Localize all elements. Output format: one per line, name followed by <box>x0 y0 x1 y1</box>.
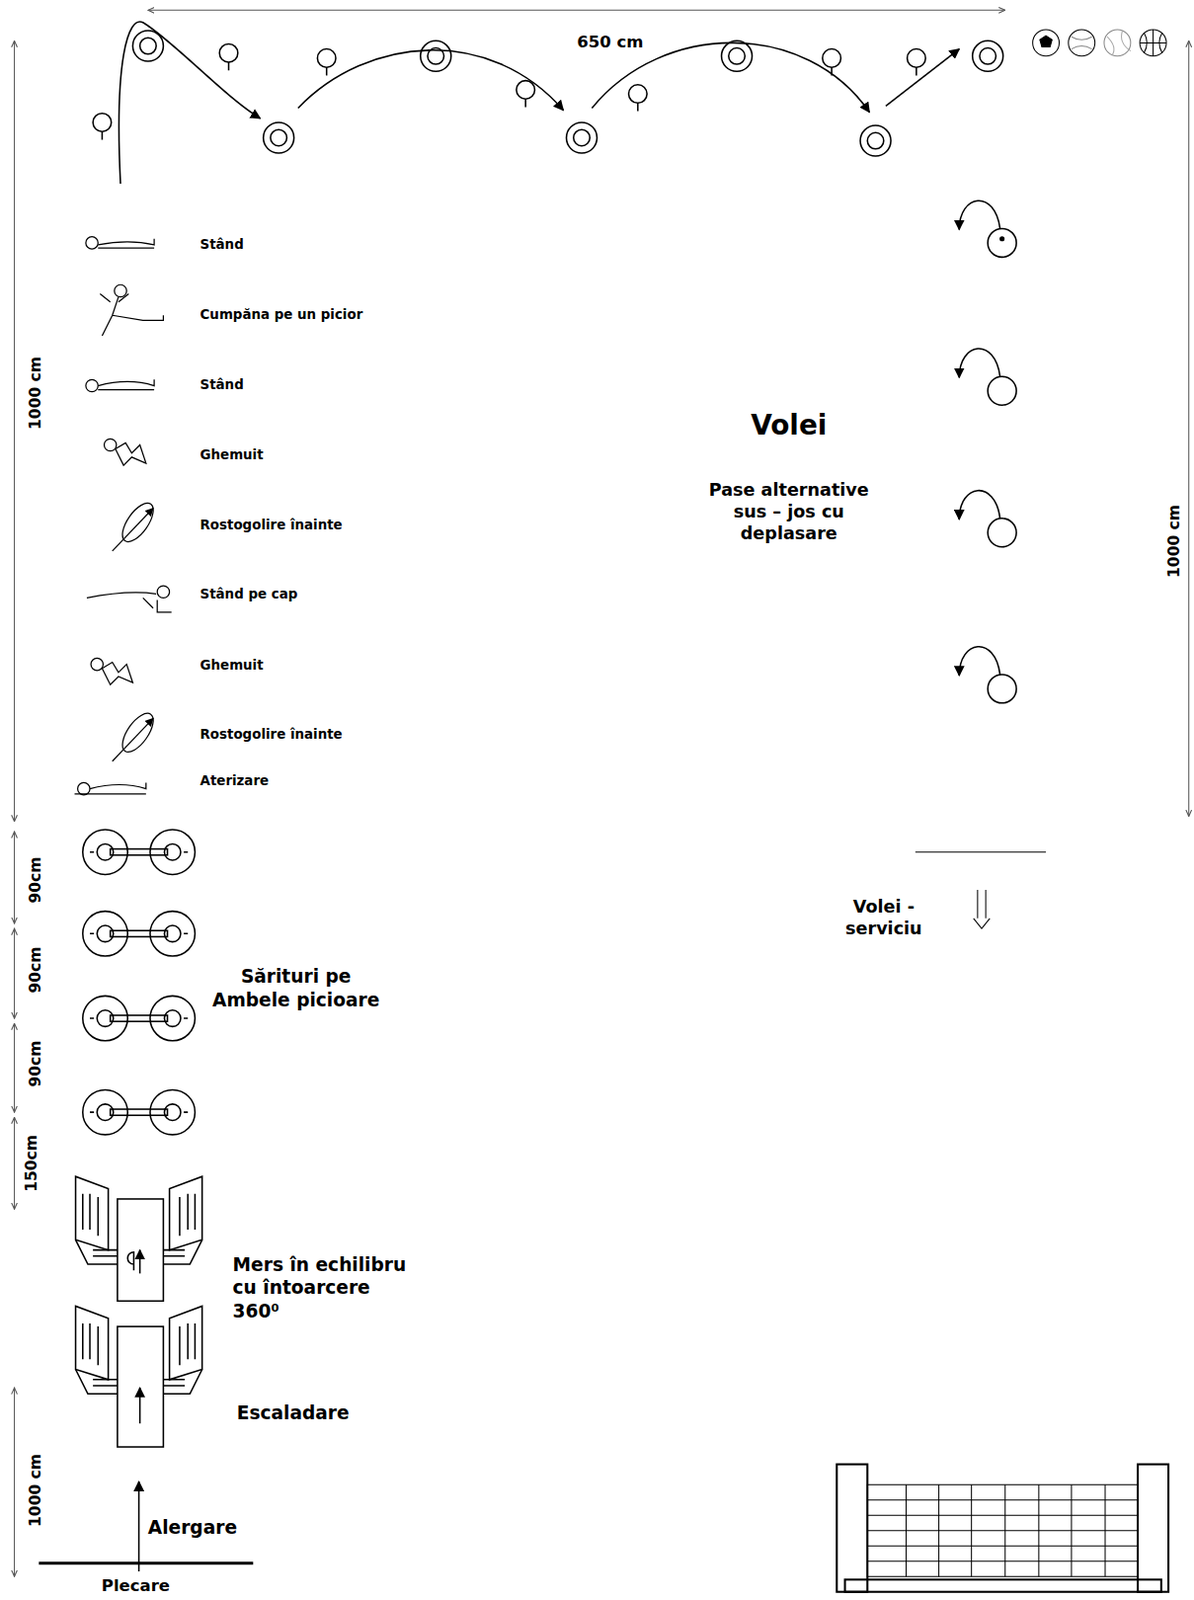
course-label: Volei - serviciu <box>837 896 930 941</box>
dimension-label: 1000 cm <box>27 1453 47 1527</box>
dimension-label: 90cm <box>27 946 47 993</box>
course-label: Volei <box>750 407 827 443</box>
course-label: Mers în echilibru cu întoarcere 360⁰ <box>233 1253 415 1323</box>
dimension-label: 150cm <box>22 1134 42 1193</box>
course-label: Alergare <box>148 1515 238 1539</box>
course-label: Escaladare <box>237 1402 350 1426</box>
dimension-label: 90cm <box>27 856 47 903</box>
course-label: Cumpăna pe un picior <box>200 307 364 324</box>
course-label: Ghemuit <box>200 446 264 464</box>
course-label: Stând pe cap <box>200 586 299 604</box>
course-label: Ghemuit <box>200 656 264 674</box>
course-label: Rostogolire înainte <box>200 726 343 744</box>
course-label: Sărituri pe Ambele picioare <box>198 964 393 1011</box>
course-label: Stând <box>200 237 244 254</box>
dimension-label: 90cm <box>27 1039 47 1087</box>
dimension-label: 1000 cm <box>27 356 47 430</box>
course-label: Pase alternative sus – jos cu deplasare <box>699 479 878 546</box>
course-label: 650 cm <box>576 32 643 54</box>
course-label: Rostogolire înainte <box>200 517 343 535</box>
course-label: Plecare <box>101 1575 170 1596</box>
course-label: Aterizare <box>200 772 270 790</box>
dimension-label: 1000 cm <box>1166 504 1186 578</box>
course-label: Stând <box>200 376 244 394</box>
